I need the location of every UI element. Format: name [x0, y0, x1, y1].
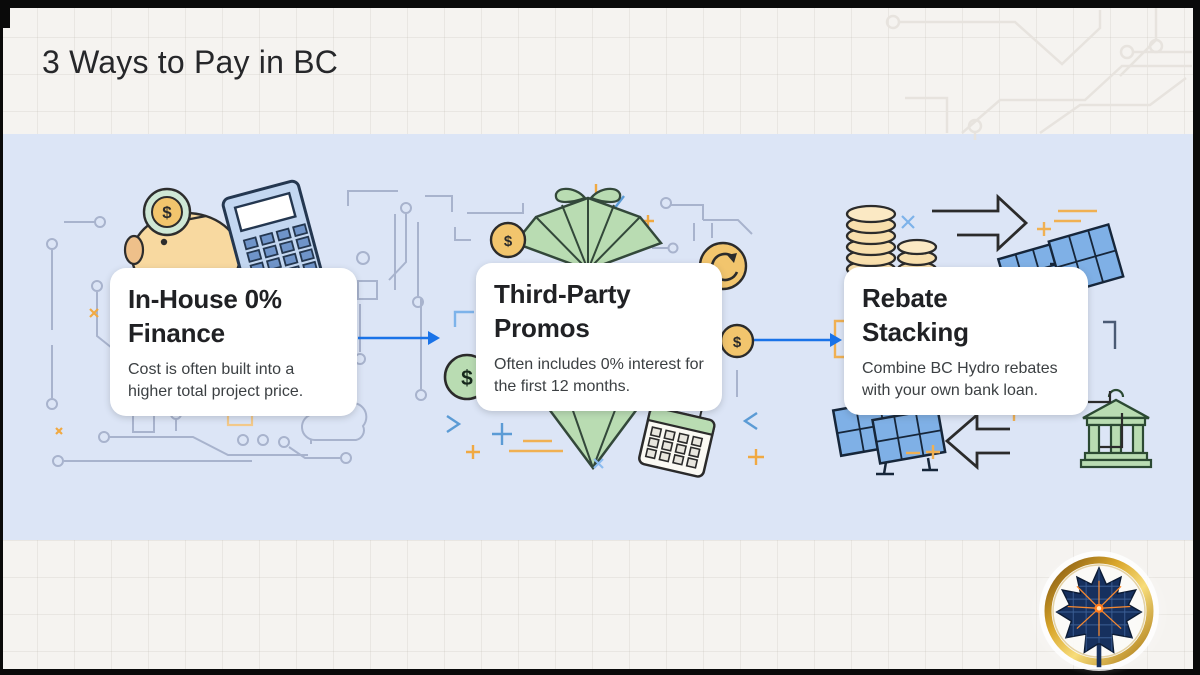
sparkle-accents-card3-bottom — [906, 445, 940, 459]
calculator-icon — [221, 179, 324, 299]
flow-arrow-2: $ — [719, 323, 842, 359]
coin-dollar-symbol: $ — [162, 203, 172, 222]
maple-leaf-icon — [1055, 566, 1143, 668]
frame-corner — [0, 0, 10, 28]
card-title: Rebate Stacking — [862, 283, 969, 348]
card-description: Often includes 0% interest for the first… — [494, 355, 704, 396]
bank-icon — [1079, 388, 1153, 469]
arrow-right-icon — [932, 193, 1029, 253]
card-description: Combine BC Hydro rebates with your own b… — [862, 359, 1058, 400]
frame-bottom — [0, 669, 1200, 675]
frame-right — [1193, 0, 1200, 675]
card-title: Third-Party Promos — [494, 279, 631, 344]
frame-left — [0, 0, 3, 675]
dollar-coin-icon: $ — [719, 323, 755, 359]
sparkle-x-blue — [901, 215, 915, 229]
calendar-icon — [638, 396, 716, 478]
gift-box-icon — [512, 187, 664, 272]
brackets-card3-right — [1088, 320, 1124, 449]
starburst-icon — [1067, 580, 1131, 636]
circuit-pattern-card1-icon — [46, 190, 453, 467]
coin-dollar-symbol: $ — [504, 233, 513, 250]
sparkle-accents-card2-bottom — [446, 412, 764, 469]
gift-box-bottom-icon — [543, 403, 643, 471]
card-title: In-House 0% Finance — [128, 284, 282, 349]
maple-leaf-logo — [1039, 551, 1159, 671]
coin-dollar-symbol: $ — [461, 367, 473, 390]
card-third-party-promos: Third-Party Promos Often includes 0% int… — [476, 263, 722, 412]
frame-top — [0, 0, 1200, 8]
sparkle-accents-card3-top — [1037, 209, 1097, 236]
bottom-band — [0, 540, 1200, 675]
card-description: Cost is often built into a higher total … — [128, 360, 304, 401]
dollar-coin-icon: $ — [489, 221, 527, 259]
card-in-house-finance: In-House 0% Finance Cost is often built … — [110, 268, 357, 417]
circuit-pattern-top-right-icon — [885, 8, 1192, 140]
card-rebate-stacking: Rebate Stacking Combine BC Hydro rebates… — [844, 267, 1088, 416]
page-title: 3 Ways to Pay in BC — [42, 44, 339, 80]
arrow-left-icon — [944, 411, 1010, 471]
coin-dollar-symbol: $ — [733, 334, 742, 351]
flow-arrow-1 — [358, 331, 440, 345]
dollar-coin-icon: $ — [142, 187, 192, 237]
